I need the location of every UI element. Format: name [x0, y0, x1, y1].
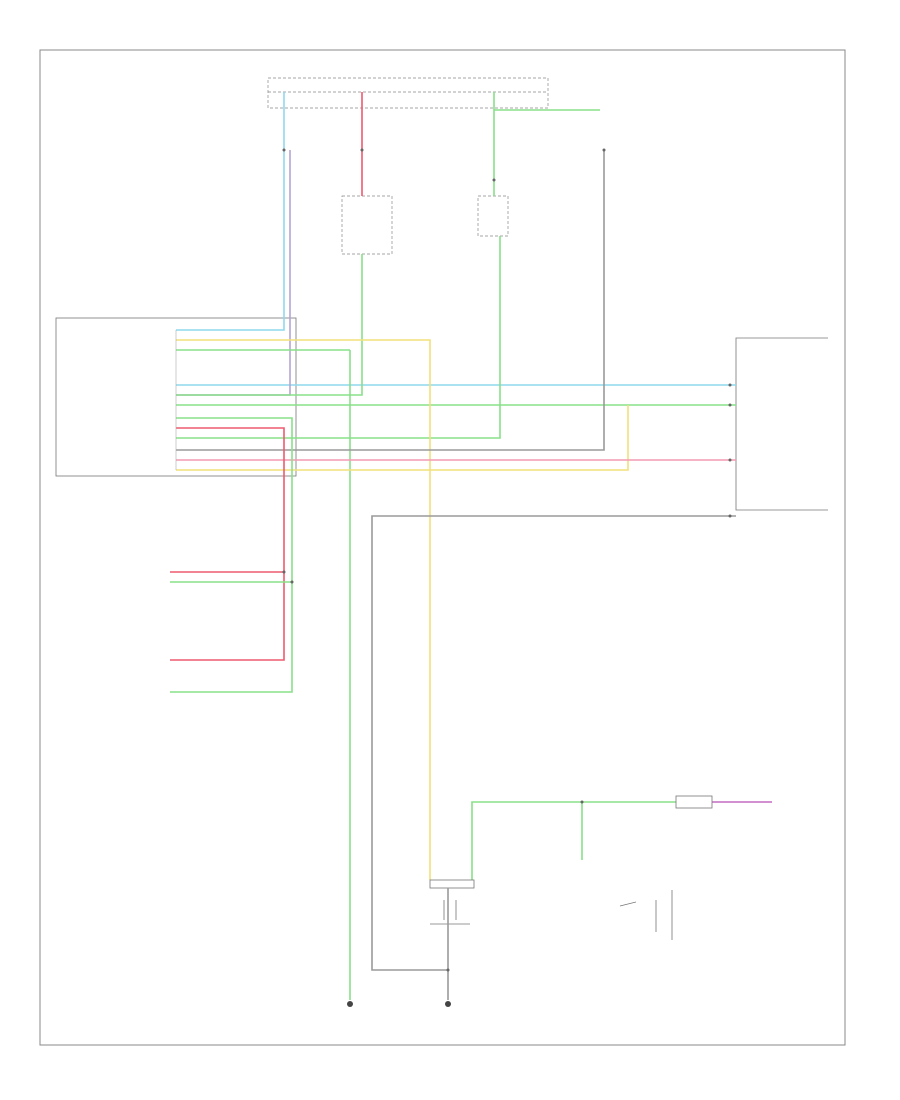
ground-symbol	[445, 1001, 451, 1007]
connector-dot	[728, 458, 732, 462]
connector-dot	[282, 148, 286, 152]
wire-blue	[176, 92, 285, 331]
clutch-indicator	[675, 795, 713, 809]
connector-dot	[728, 403, 732, 407]
connector-dot	[728, 383, 732, 387]
connector-dot	[602, 148, 606, 152]
connector-dot	[728, 514, 732, 518]
wire-green-relay-down	[176, 236, 501, 439]
wire-yellow-top	[176, 339, 431, 880]
wire-purple	[176, 150, 291, 396]
clutch-switch-symbol	[430, 900, 470, 925]
fuse-panel	[267, 77, 549, 109]
relay-box	[477, 195, 509, 237]
wire-yellow-bottom	[176, 405, 629, 471]
clutch-switch-box	[429, 879, 475, 889]
wire-green-clutch	[471, 801, 676, 880]
ground-symbol	[347, 1001, 353, 1007]
wire-red-module	[170, 427, 285, 661]
door-switch-box	[341, 195, 393, 255]
connector-dot	[282, 570, 286, 574]
connector-dot	[580, 800, 584, 804]
switch-symbol	[619, 890, 673, 940]
wire-gray-ground	[371, 515, 736, 971]
wire-green-sensor	[170, 417, 293, 693]
connector-dot	[360, 148, 364, 152]
right-module-box	[735, 337, 828, 511]
wire-green-long	[176, 254, 363, 396]
connector-dot	[492, 178, 496, 182]
module-connector	[55, 317, 297, 477]
connector-dot	[290, 580, 294, 584]
diagram-frame	[39, 49, 846, 1046]
connector-dot	[446, 968, 450, 972]
wire-gray-right	[176, 150, 605, 451]
